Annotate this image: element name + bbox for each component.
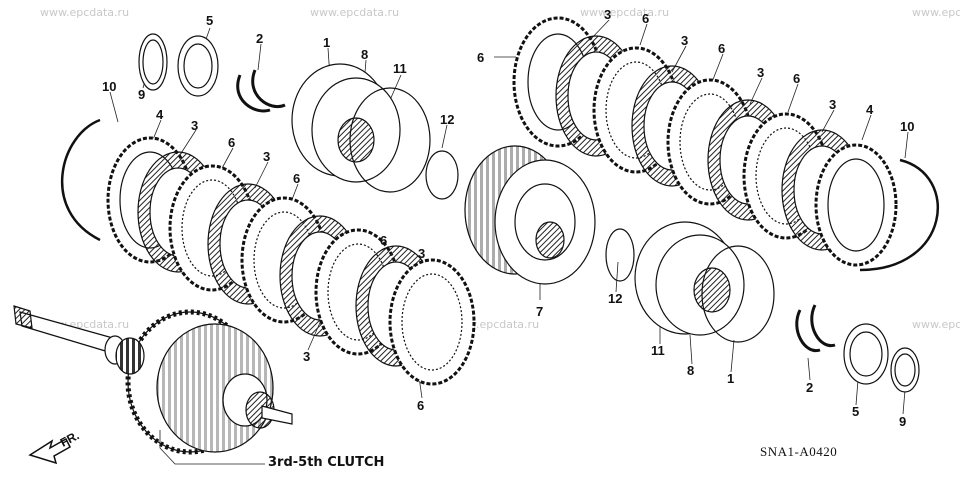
callout-3: 3 xyxy=(681,33,688,48)
watermark: www.epcdata.ru xyxy=(310,6,400,19)
callout-10: 10 xyxy=(102,79,116,94)
callout-2: 2 xyxy=(256,31,263,46)
callout-6: 6 xyxy=(793,71,800,86)
diagram-code: SNA1-A0420 xyxy=(760,444,838,459)
clutch-disc-stack-left xyxy=(106,136,476,386)
piston-parts-left xyxy=(138,33,459,200)
callout-9: 9 xyxy=(138,87,145,102)
watermark: www.epcdata.ru xyxy=(580,6,670,19)
callout-6: 6 xyxy=(228,135,235,150)
callout-6: 6 xyxy=(718,41,725,56)
watermark: www.epcdata.ru xyxy=(40,6,130,19)
snap-ring xyxy=(60,118,101,242)
callout-3: 3 xyxy=(191,118,198,133)
callout-3: 3 xyxy=(757,65,764,80)
callout-3: 3 xyxy=(263,149,270,164)
watermark-partial: www.epc xyxy=(912,6,960,19)
callout-4: 4 xyxy=(156,107,164,122)
callout-numbers: 5 2 1 8 11 9 10 4 3 6 3 6 3 6 3 6 12 3 6… xyxy=(102,7,914,429)
callout-12: 12 xyxy=(440,112,454,127)
callout-1: 1 xyxy=(323,35,330,50)
clutch-drum xyxy=(464,145,596,285)
callout-3: 3 xyxy=(418,246,425,261)
callout-6: 6 xyxy=(380,233,387,248)
callout-11: 11 xyxy=(393,61,407,76)
callout-6: 6 xyxy=(417,398,424,413)
watermark-partial: www.epc xyxy=(912,318,960,331)
callout-7: 7 xyxy=(536,304,543,319)
callout-6: 6 xyxy=(293,171,300,186)
callout-12: 12 xyxy=(608,291,622,306)
clutch-disc-stack-right xyxy=(512,16,898,267)
snap-ring xyxy=(859,158,939,272)
callout-3: 3 xyxy=(829,97,836,112)
mainshaft-assembly xyxy=(13,305,293,455)
caption-bracket xyxy=(159,430,265,465)
callout-10: 10 xyxy=(900,119,914,134)
callout-2: 2 xyxy=(806,380,813,395)
callout-3: 3 xyxy=(604,7,611,22)
callout-3: 3 xyxy=(303,349,310,364)
callout-5: 5 xyxy=(852,404,859,419)
callout-9: 9 xyxy=(899,414,906,429)
callout-1: 1 xyxy=(727,371,734,386)
callout-6: 6 xyxy=(477,50,484,65)
assembly-caption: 3rd-5th CLUTCH xyxy=(268,455,385,470)
piston-parts-right xyxy=(605,221,920,393)
front-direction-arrow xyxy=(28,437,71,465)
callout-6: 6 xyxy=(642,11,649,26)
callout-8: 8 xyxy=(687,363,694,378)
callout-5: 5 xyxy=(206,13,213,28)
callout-11: 11 xyxy=(651,343,665,358)
callout-8: 8 xyxy=(361,47,368,62)
callout-4: 4 xyxy=(866,102,874,117)
